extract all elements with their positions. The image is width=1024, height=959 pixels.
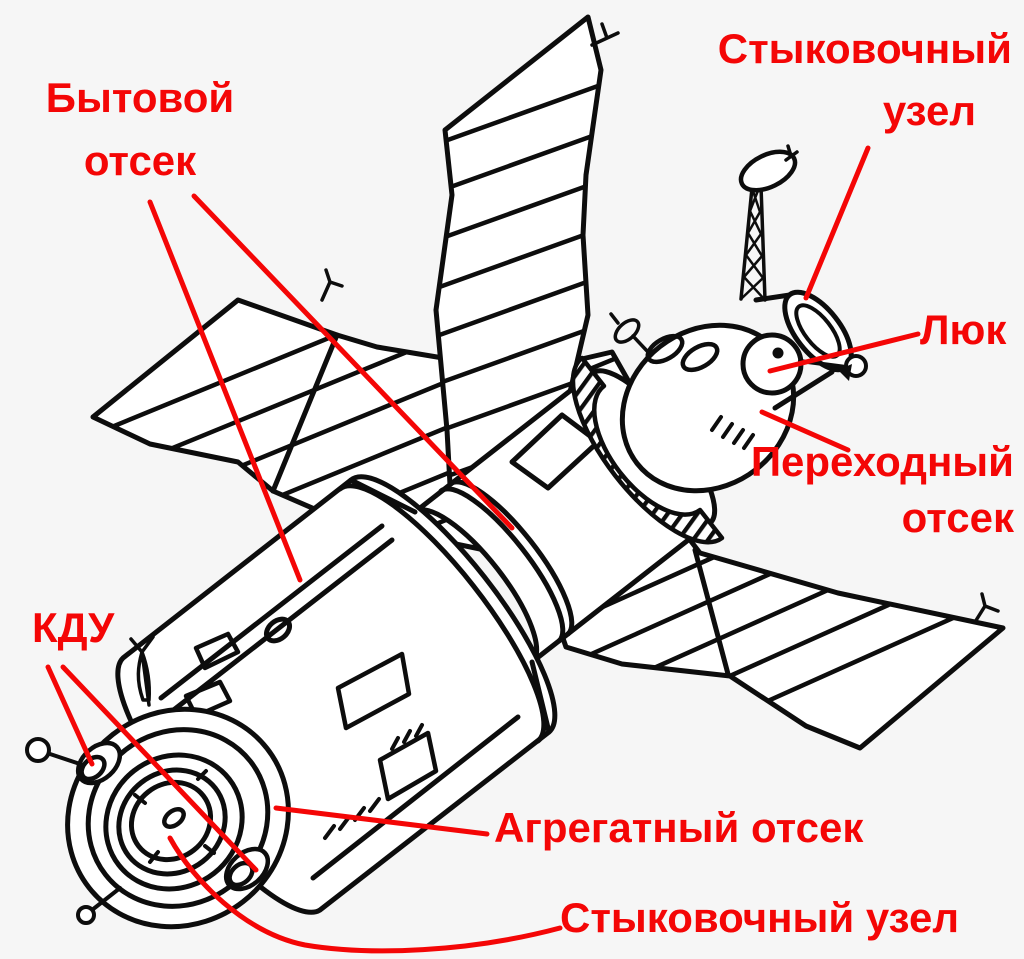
- label-line: отсек: [83, 137, 197, 184]
- leader-kdu-2: [60, 664, 259, 873]
- leader-kdu-1: [45, 664, 95, 767]
- aft-docking-assembly: [25, 635, 291, 930]
- hull-panel: [377, 730, 439, 802]
- label-line: Стыковочный узел: [560, 894, 960, 941]
- top-panel-hook-antenna: [590, 22, 620, 47]
- leader-lyuk: [767, 331, 921, 374]
- solar-panel-top: [433, 14, 620, 506]
- label-line: КДУ: [32, 604, 115, 651]
- label-line: Переходный: [750, 438, 1014, 485]
- label-line: отсек: [901, 494, 1014, 541]
- label-line: Агрегатный отсек: [494, 804, 864, 851]
- thruster-pod: [223, 846, 271, 892]
- porthole: [645, 333, 685, 365]
- leader-bytovoy-1: [147, 199, 303, 583]
- small-dish-antenna: [609, 312, 650, 354]
- antenna-mast: [738, 144, 799, 302]
- aft-t-antenna: [129, 635, 155, 707]
- aft-rod-antenna: [76, 886, 122, 925]
- label-line: Стыковочный: [717, 25, 1012, 72]
- label-line: Бытовой: [45, 74, 235, 121]
- label-lyuk: Люк: [920, 300, 1006, 360]
- label-bytovoy-otsek: Бытовой отсек: [28, 66, 252, 192]
- ring-notches: [133, 769, 216, 864]
- junction-ring-hatched: [570, 355, 725, 545]
- leader-bytovoy-2: [191, 193, 515, 531]
- label-line: Люк: [920, 306, 1007, 353]
- hull-panel: [193, 631, 241, 671]
- left-wing-hook-antenna: [320, 268, 344, 302]
- label-line: узел: [882, 87, 976, 134]
- aft-rod-antenna: [25, 737, 85, 767]
- hull-panel: [335, 651, 412, 731]
- vent-ticks: [390, 723, 424, 751]
- right-wing-hook-antenna: [973, 592, 1000, 624]
- leader-perekhodny: [759, 409, 851, 453]
- label-agregatny-otsek: Агрегатный отсек: [494, 798, 863, 858]
- label-perekhodny-otsek: Переходный отсек: [751, 434, 1014, 546]
- label-stykovochny-uzel-top: Стыковочный узел: [718, 18, 1012, 142]
- transfer-compartment: [609, 144, 868, 494]
- label-stykovochny-uzel-bottom: Стыковочный узел: [560, 888, 959, 948]
- porthole: [680, 341, 720, 373]
- aft-center-port: [162, 807, 186, 829]
- leader-agregatny: [273, 805, 490, 837]
- leader-stykovochny-bottom: [167, 835, 563, 954]
- leader-stykovochny-top: [803, 145, 871, 301]
- label-kdu: КДУ: [32, 598, 114, 658]
- vent-ticks: [323, 797, 381, 840]
- mast-dish: [738, 149, 798, 193]
- hull-handle-oval: [263, 616, 293, 644]
- leader-lines: [45, 145, 921, 954]
- grille-ticks: [710, 415, 755, 450]
- hatch-dot: [772, 347, 784, 359]
